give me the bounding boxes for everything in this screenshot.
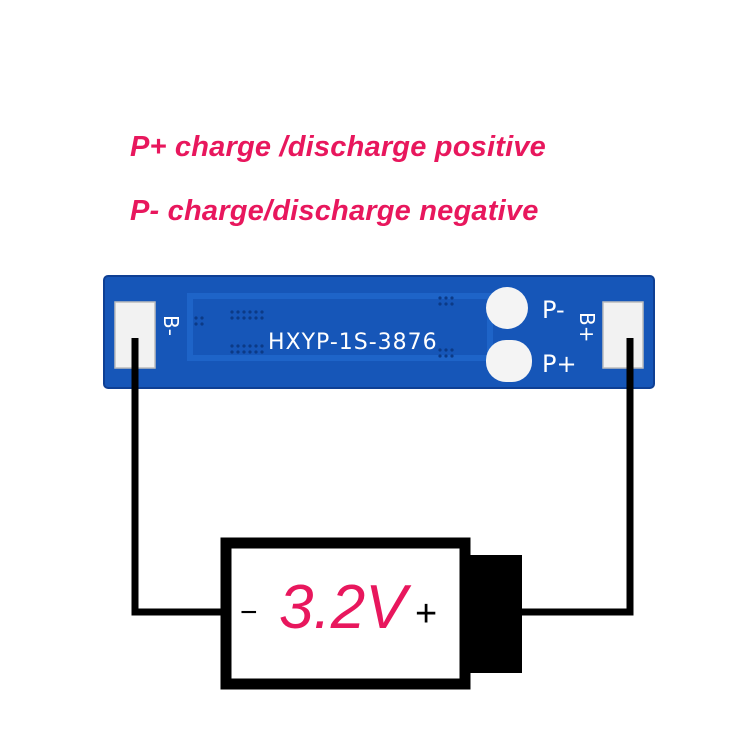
- via-dot: [200, 322, 204, 326]
- via-dot: [248, 344, 252, 348]
- caption-p-minus: P- charge/discharge negative: [130, 195, 539, 227]
- via-dot: [194, 322, 198, 326]
- pad-p-minus: [486, 287, 528, 329]
- wire-positive: [520, 338, 634, 616]
- via-dot: [444, 302, 448, 306]
- caption-p-plus: P+ charge /discharge positive: [130, 131, 546, 163]
- via-dot: [194, 316, 198, 320]
- via-dot: [444, 354, 448, 358]
- via-dot: [260, 310, 264, 314]
- via-dot: [254, 316, 258, 320]
- wire-negative: [131, 338, 228, 616]
- battery-terminal: [468, 555, 522, 673]
- via-dot: [254, 344, 258, 348]
- via-dot: [236, 350, 240, 354]
- battery-plus-sign: +: [415, 593, 437, 635]
- via-dot: [438, 296, 442, 300]
- via-dot: [438, 354, 442, 358]
- via-dot: [242, 350, 246, 354]
- via-dot: [236, 310, 240, 314]
- label-b-minus: B-: [159, 315, 183, 336]
- via-dot: [242, 310, 246, 314]
- pcb-vias: [194, 296, 454, 358]
- via-dot: [230, 316, 234, 320]
- via-dot: [236, 316, 240, 320]
- via-dot: [450, 354, 454, 358]
- via-dot: [248, 350, 252, 354]
- via-dot: [260, 316, 264, 320]
- battery-minus-sign: −: [240, 596, 258, 629]
- via-dot: [450, 296, 454, 300]
- battery: − 3.2V +: [220, 537, 522, 690]
- via-dot: [450, 348, 454, 352]
- pad-b-plus: [602, 301, 644, 369]
- via-dot: [230, 344, 234, 348]
- via-dot: [230, 350, 234, 354]
- battery-body: [220, 537, 471, 690]
- label-b-plus: B+: [575, 312, 599, 342]
- via-dot: [248, 316, 252, 320]
- via-dot: [438, 302, 442, 306]
- via-dot: [242, 316, 246, 320]
- via-dot: [450, 302, 454, 306]
- board-model-label: HXYP-1S-3876: [268, 330, 438, 355]
- via-dot: [254, 310, 258, 314]
- via-dot: [242, 344, 246, 348]
- via-dot: [260, 350, 264, 354]
- pad-p-plus: [486, 340, 532, 382]
- pcb-board: HXYP-1S-3876 B- B+ P- P+: [103, 275, 655, 389]
- via-dot: [200, 316, 204, 320]
- via-dot: [260, 344, 264, 348]
- label-p-plus: P+: [542, 350, 577, 378]
- via-dot: [438, 348, 442, 352]
- via-dot: [254, 350, 258, 354]
- via-dot: [236, 344, 240, 348]
- pcb-trace: [187, 293, 493, 361]
- via-dot: [444, 296, 448, 300]
- label-p-minus: P-: [542, 296, 565, 324]
- via-dot: [444, 348, 448, 352]
- via-dot: [248, 310, 252, 314]
- battery-voltage: 3.2V: [279, 573, 412, 642]
- via-dot: [230, 310, 234, 314]
